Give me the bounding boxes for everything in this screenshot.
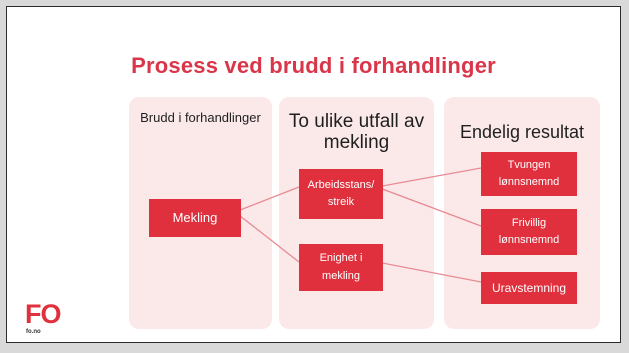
slide-title: Prosess ved brudd i forhandlinger xyxy=(131,53,496,78)
connector-lines xyxy=(234,167,482,283)
connector-arbeidsstans-frivillig xyxy=(376,186,482,227)
box-tvungen-lonnsnemnd: Tvungen lønnsnemnd xyxy=(481,152,577,196)
slide: Prosess ved brudd i forhandlinger Brudd … xyxy=(6,6,621,343)
box-mekling: Mekling xyxy=(149,199,241,237)
box-enighet-i-mekling: Enighet i mekling xyxy=(299,244,383,291)
connector-mekling-enighet xyxy=(234,211,300,263)
column-heading-utfall: To ulike utfall av mekling xyxy=(288,111,425,154)
box-frivillig-lonnsnemnd: Frivillig lønnsnemnd xyxy=(481,209,577,255)
column-heading-resultat: Endelig resultat xyxy=(459,122,585,142)
box-arbeidsstans-streik: Arbeidsstans/ streik xyxy=(299,169,383,219)
connector-enighet-uravstemning xyxy=(376,261,482,283)
connector-arbeidsstans-tvungen xyxy=(376,167,482,188)
fo-logo-url: fo.no xyxy=(26,329,41,335)
column-heading-brudd: Brudd i forhandlinger xyxy=(140,110,261,125)
fo-logo: FO xyxy=(25,299,61,329)
box-uravstemning: Uravstemning xyxy=(481,272,577,304)
connector-mekling-arbeidsstans xyxy=(234,186,300,213)
